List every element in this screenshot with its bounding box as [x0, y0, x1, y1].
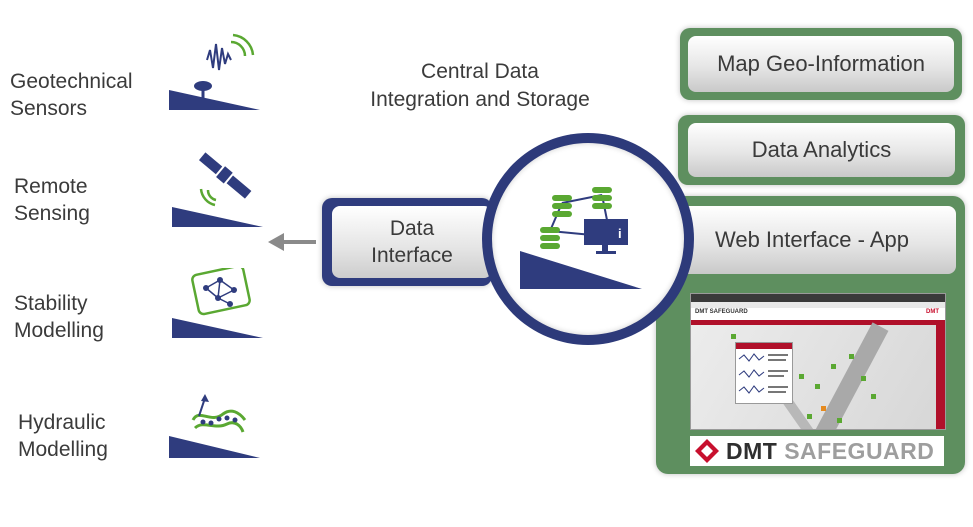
browser-bar — [691, 294, 945, 302]
data-interface-box: Data Interface — [322, 198, 492, 286]
label-stability-modelling: Stability Modelling — [14, 292, 104, 342]
sensor-popup — [735, 342, 793, 404]
app-map-area — [691, 325, 936, 429]
app-brand-small: DMT — [926, 309, 939, 315]
sensor-marker — [815, 384, 820, 389]
sensor-marker — [831, 364, 836, 369]
sensor-marker — [837, 418, 842, 423]
left-arrow-icon — [268, 233, 316, 251]
satellite-icon — [172, 152, 263, 227]
data-interface-label: Data Interface — [332, 206, 492, 278]
browser-url-bar — [691, 302, 945, 308]
sensor-marker — [799, 374, 804, 379]
slope-ramp — [520, 251, 642, 289]
dmt-brand-text: DMT SAFEGUARD — [726, 438, 934, 465]
map-geo-label: Map Geo-Information — [688, 36, 954, 92]
label-hydraulic-modelling: Hydraulic Modelling — [18, 411, 108, 461]
sensor-marker — [849, 354, 854, 359]
central-hub-inner: i — [492, 143, 684, 335]
monitor-screen — [584, 219, 628, 245]
data-analytics-label: Data Analytics — [688, 123, 955, 177]
brand-safeguard: SAFEGUARD — [784, 437, 935, 464]
slope-ramp — [172, 207, 263, 227]
sensor-marker — [861, 376, 866, 381]
dmt-safeguard-logo: DMT SAFEGUARD — [690, 436, 944, 466]
central-data-title: Central Data Integration and Storage — [370, 60, 590, 111]
central-hub-circle: i — [482, 133, 694, 345]
label-remote-sensing: Remote Sensing — [14, 175, 90, 225]
label-geotechnical-sensors: Geotechnical Sensors — [10, 70, 133, 120]
slope-ramp — [172, 318, 263, 338]
app-header: DMT SAFEGUARD DMT — [691, 308, 945, 320]
brand-dmt: DMT — [726, 437, 778, 464]
stability-network-icon — [172, 268, 263, 338]
slope-ramp — [169, 90, 260, 110]
dmt-logo-icon — [695, 439, 719, 463]
sensor-marker — [871, 394, 876, 399]
hydraulic-flow-icon — [169, 394, 260, 458]
database-network-icon: i — [520, 187, 642, 289]
sensor-marker — [731, 334, 736, 339]
info-glyph: i — [618, 226, 622, 241]
sensor-marker — [821, 406, 826, 411]
slope-ramp — [169, 436, 260, 458]
app-side-panel — [936, 325, 945, 429]
map-geo-box: Map Geo-Information — [680, 28, 962, 100]
app-screenshot: DMT SAFEGUARD DMT — [690, 293, 946, 430]
data-analytics-box: Data Analytics — [678, 115, 965, 185]
seismic-sensor-icon — [169, 33, 260, 110]
app-title: DMT SAFEGUARD — [695, 309, 748, 315]
sensor-marker — [807, 414, 812, 419]
web-interface-label: Web Interface - App — [668, 206, 956, 274]
app-nav-bar — [691, 320, 945, 325]
